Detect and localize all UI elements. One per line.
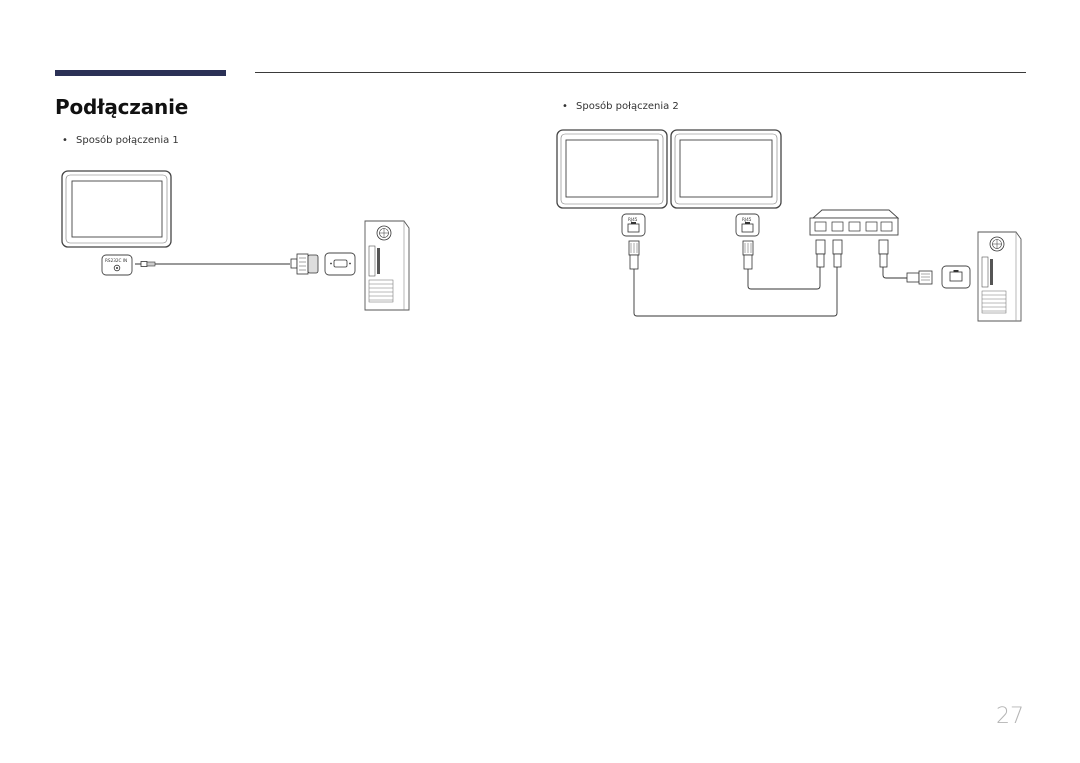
network-hub	[809, 209, 900, 236]
display-1	[61, 170, 172, 248]
rs232c-port	[101, 254, 133, 276]
bullet-dot: •	[562, 101, 568, 112]
rj45-port-b-label: RJ45	[742, 217, 752, 222]
rj45-port-b	[735, 213, 760, 237]
method-1-label: Sposób połączenia 1	[76, 135, 179, 146]
rs232c-port-label: RS232C IN	[105, 258, 127, 263]
display-2b	[670, 129, 782, 209]
pc-serial-port	[324, 252, 356, 276]
rj45-plug-a	[628, 240, 640, 270]
method-2-label: Sposób połączenia 2	[576, 101, 679, 112]
pc-lan-port	[941, 265, 971, 289]
bullet-dot: •	[62, 135, 68, 146]
method-2-heading: • Sposób połączenia 2	[562, 101, 679, 112]
rj45-port-a-label: RJ45	[628, 217, 638, 222]
page-number: 27	[996, 704, 1024, 729]
rj45-port-a	[621, 213, 646, 237]
display-2a	[556, 129, 668, 209]
header-rule	[255, 72, 1026, 73]
db9-connector	[290, 253, 319, 275]
method-1-heading: • Sposób połączenia 1	[62, 135, 179, 146]
hub-plugs	[815, 239, 889, 268]
rj45-plug-b	[742, 240, 754, 270]
rs232-cable	[135, 261, 290, 267]
page-title: Podłączanie	[55, 95, 189, 119]
pc-tower-2	[977, 231, 1022, 322]
pc-rj45-plug	[906, 270, 933, 285]
pc-tower-1	[364, 220, 410, 311]
header-accent-bar	[55, 70, 226, 76]
lan-cables	[633, 267, 907, 317]
